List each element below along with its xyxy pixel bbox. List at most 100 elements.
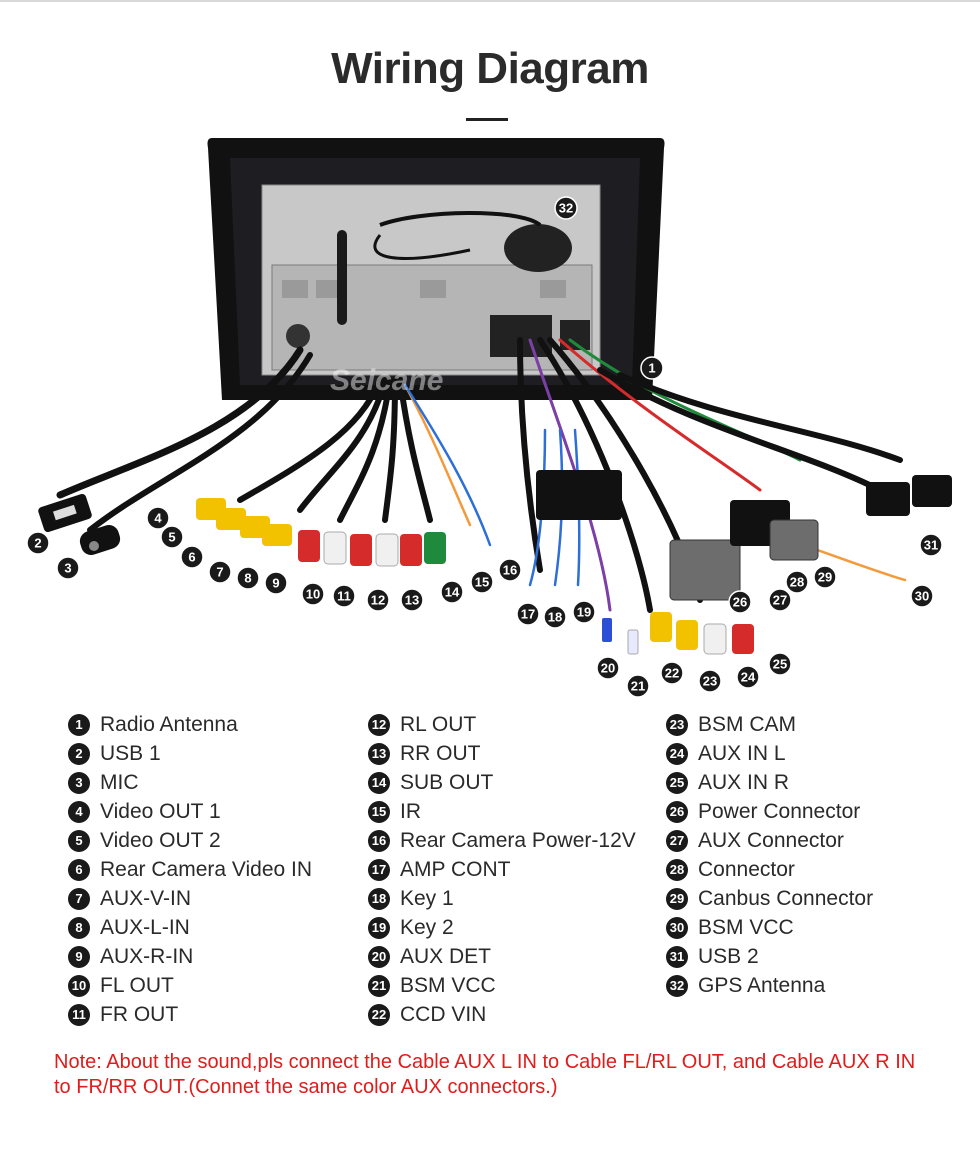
callout-9: 9: [264, 571, 288, 595]
legend-label: Power Connector: [698, 799, 861, 823]
legend-item: 2 USB 1: [68, 739, 312, 768]
legend-label: Video OUT 1: [100, 799, 221, 823]
legend-label: BSM CAM: [698, 712, 797, 736]
note-text: Note: About the sound,pls connect the Ca…: [54, 1051, 916, 1098]
rca-plugs-left: [196, 498, 446, 567]
callout-3: 3: [56, 556, 80, 580]
callout-26: 26: [728, 590, 752, 614]
legend-number-badge: 2: [68, 742, 90, 765]
legend-number-badge: 8: [68, 916, 90, 939]
legend-number-badge: 7: [68, 887, 90, 910]
legend-number-badge: 22: [368, 1003, 390, 1026]
page-title: Wiring Diagram: [331, 44, 649, 93]
legend-number-badge: 13: [368, 742, 390, 765]
callout-22: 22: [660, 661, 684, 685]
callout-21: 21: [626, 674, 650, 698]
callout-16: 16: [498, 558, 522, 582]
legend-number-badge: 18: [368, 887, 390, 910]
legend-label: FR OUT: [100, 1002, 179, 1026]
legend-number-badge: 4: [68, 800, 90, 823]
svg-text:18: 18: [548, 610, 562, 625]
callout-2: 2: [26, 531, 50, 555]
svg-text:2: 2: [34, 536, 41, 551]
legend-number-badge: 5: [68, 829, 90, 852]
callout-28: 28: [785, 570, 809, 594]
legend-number-badge: 21: [368, 974, 390, 997]
watermark: Seicane: [330, 364, 443, 397]
head-unit: [207, 138, 665, 400]
legend-label: USB 2: [698, 944, 759, 968]
legend-label: RR OUT: [400, 741, 481, 765]
callout-10: 10: [301, 582, 325, 606]
callout-24: 24: [736, 665, 760, 689]
legend-number-badge: 20: [368, 945, 390, 968]
legend-number-badge: 28: [666, 858, 688, 881]
legend-number-badge: 30: [666, 916, 688, 939]
svg-text:30: 30: [915, 589, 929, 604]
callout-15: 15: [470, 570, 494, 594]
legend-number-badge: 26: [666, 800, 688, 823]
svg-text:8: 8: [244, 571, 251, 586]
svg-text:23: 23: [703, 674, 717, 689]
callout-18: 18: [543, 605, 567, 629]
svg-text:22: 22: [665, 666, 679, 681]
callout-5: 5: [160, 525, 184, 549]
svg-text:3: 3: [64, 561, 71, 576]
power-connectors: [536, 470, 952, 601]
svg-text:32: 32: [559, 201, 573, 216]
svg-text:1: 1: [648, 361, 655, 376]
legend-number-badge: 15: [368, 800, 390, 823]
legend-label: USB 1: [100, 741, 161, 765]
callout-12: 12: [366, 588, 390, 612]
legend-item: 26 Power Connector: [666, 797, 873, 826]
legend-number-badge: 9: [68, 945, 90, 968]
legend-label: Video OUT 2: [100, 828, 221, 852]
title-underline: [466, 118, 508, 121]
svg-text:4: 4: [154, 511, 162, 526]
svg-text:25: 25: [773, 657, 787, 672]
svg-text:24: 24: [741, 670, 756, 685]
legend-label: AUX IN R: [698, 770, 790, 794]
legend-label: AUX IN L: [698, 741, 786, 765]
callout-31: 31: [919, 533, 943, 557]
legend-number-badge: 24: [666, 742, 688, 765]
legend-label: AMP CONT: [400, 857, 511, 881]
legend-label: SUB OUT: [400, 770, 494, 794]
callout-25: 25: [768, 652, 792, 676]
rca-plugs-right: [602, 612, 754, 655]
legend-label: BSM VCC: [698, 915, 794, 939]
legend-label: AUX Connector: [698, 828, 844, 852]
legend-label: Canbus Connector: [698, 886, 874, 910]
legend-number-badge: 27: [666, 829, 688, 852]
legend-number-badge: 1: [68, 713, 90, 736]
callout-13: 13: [400, 588, 424, 612]
callout-17: 17: [516, 602, 540, 626]
legend-number-badge: 23: [666, 713, 688, 736]
callout-14: 14: [440, 580, 464, 604]
callout-23: 23: [698, 669, 722, 693]
legend-number-badge: 6: [68, 858, 90, 881]
legend-label: IR: [400, 799, 421, 823]
callout-20: 20: [596, 656, 620, 680]
svg-text:29: 29: [818, 570, 832, 585]
svg-text:17: 17: [521, 607, 535, 622]
callout-19: 19: [572, 600, 596, 624]
